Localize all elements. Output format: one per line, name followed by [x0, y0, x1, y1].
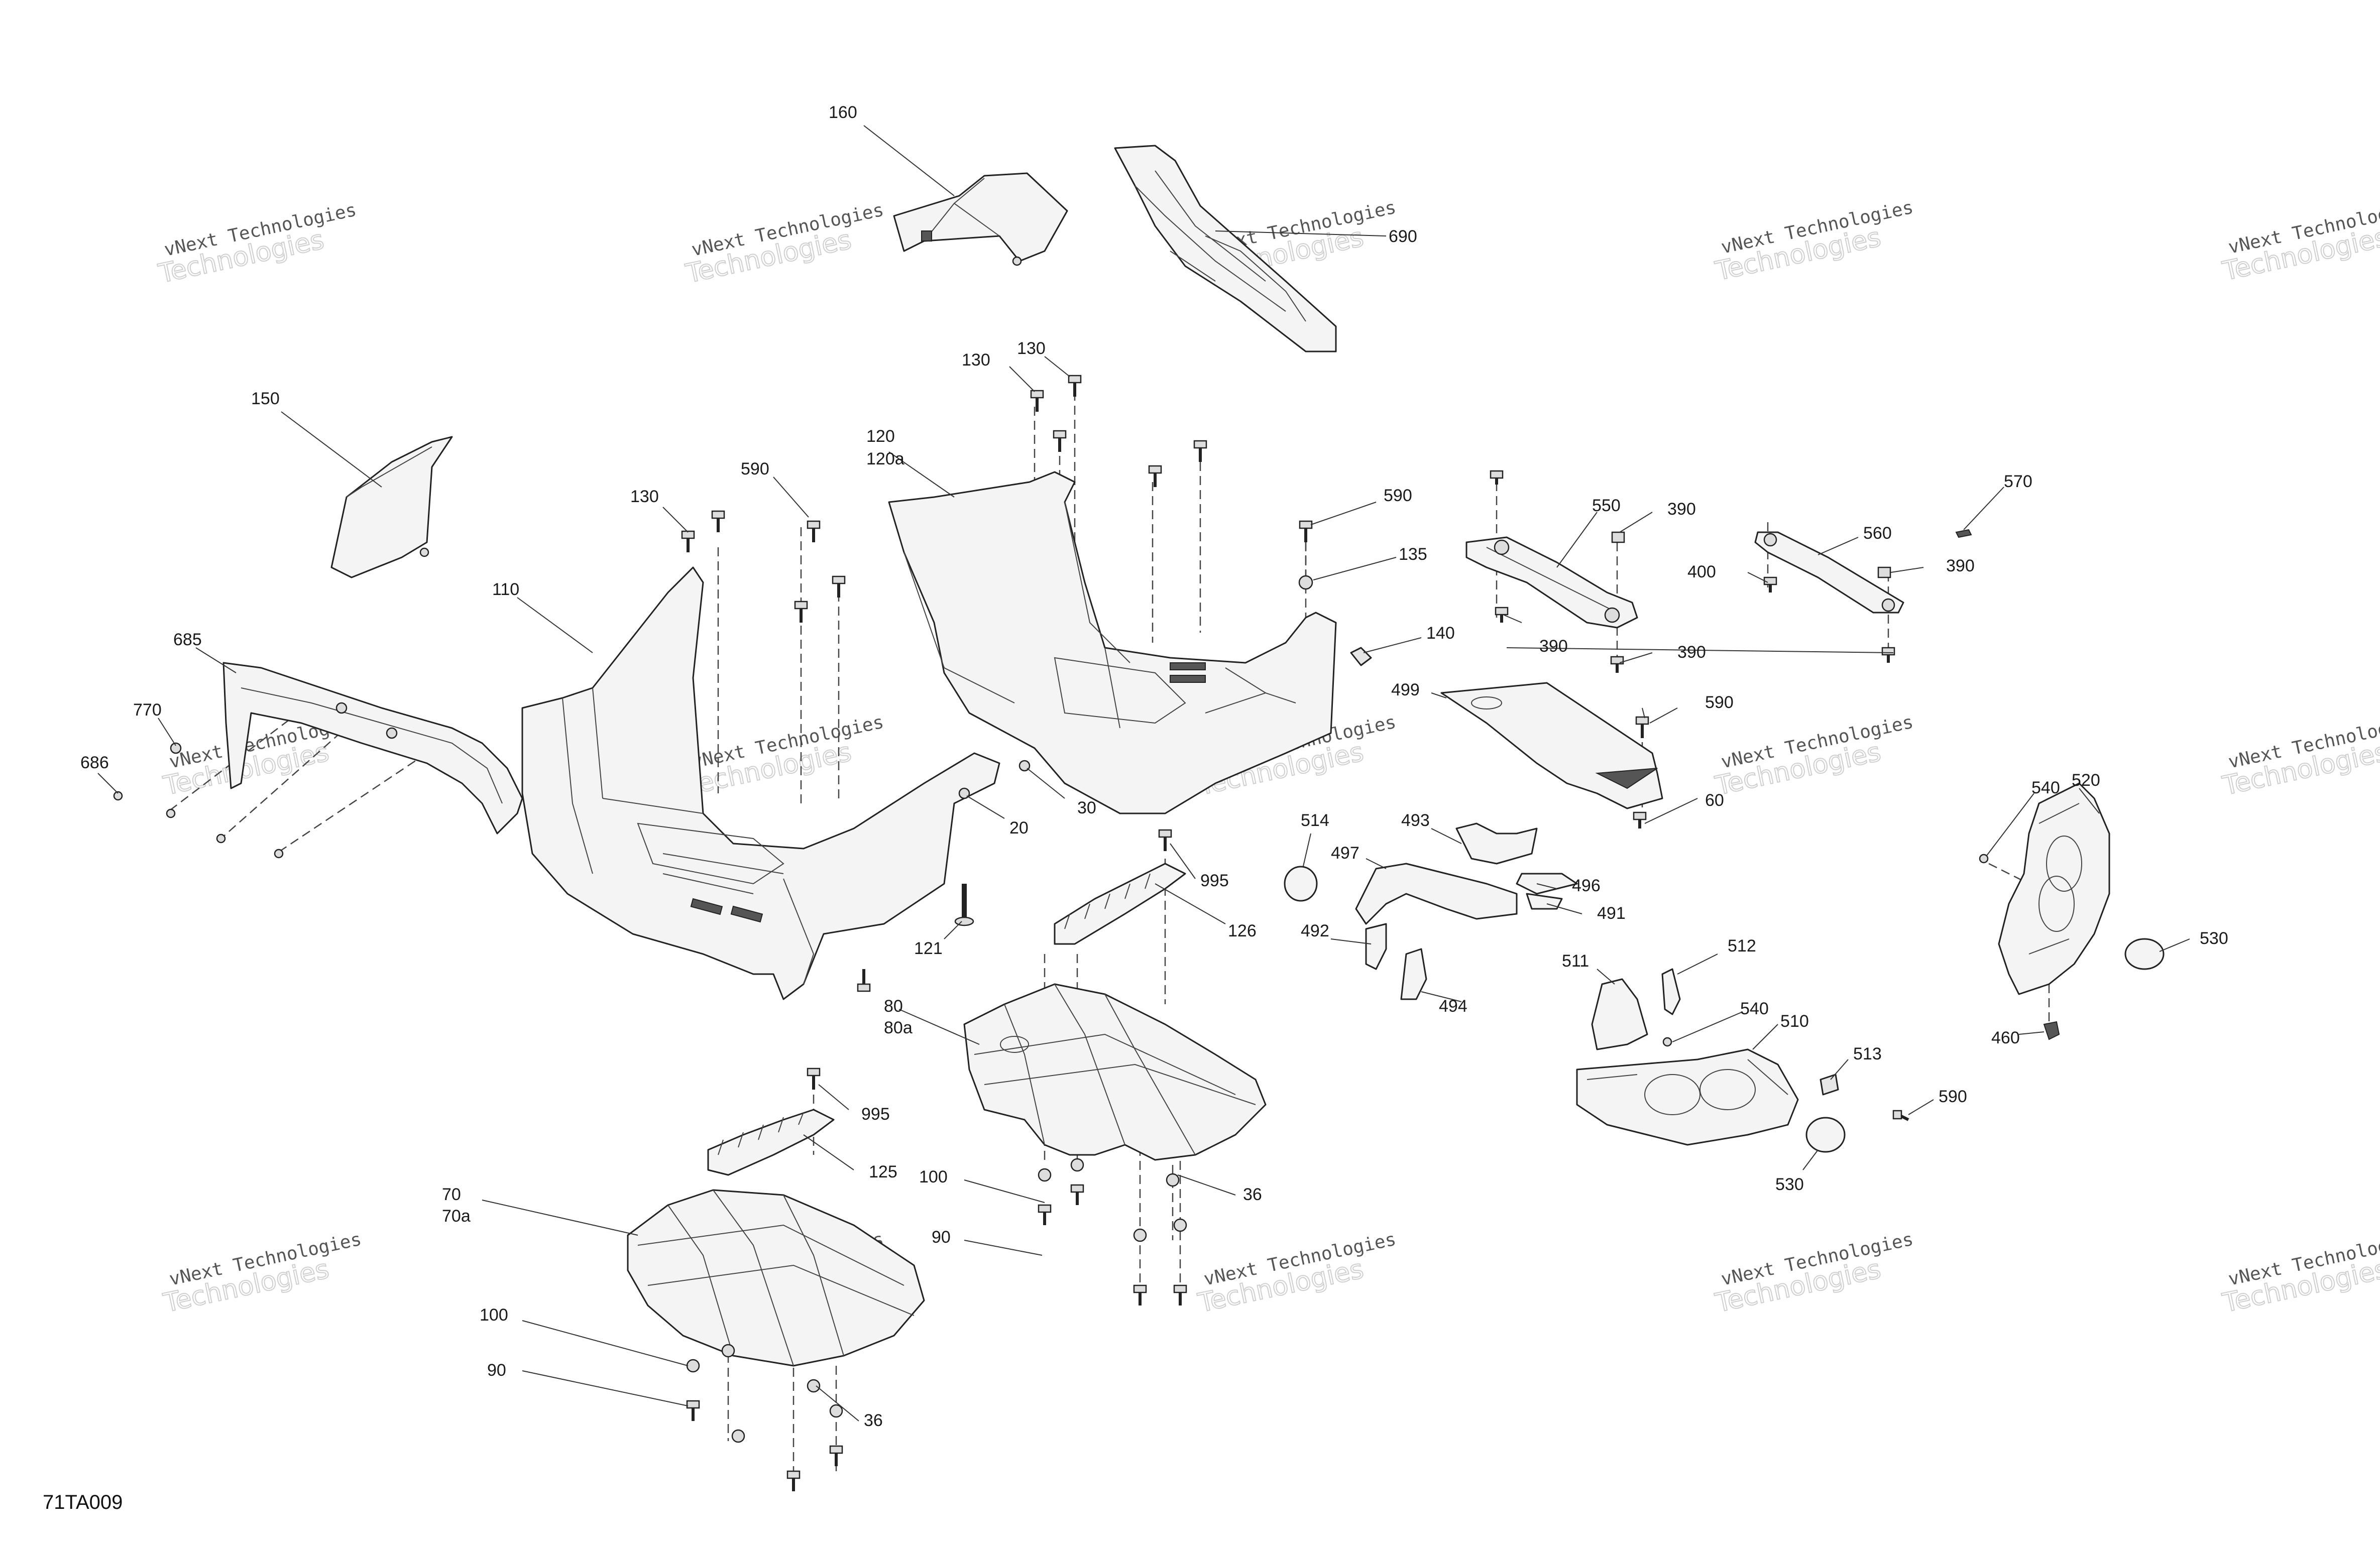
part-540-bolt [1979, 854, 1989, 864]
callout-530: 530 [1775, 1175, 1804, 1194]
callout-135: 135 [1399, 545, 1427, 564]
part-121-stud [954, 884, 974, 926]
callout-590: 590 [1939, 1087, 1967, 1106]
part-530-lens [2124, 938, 2165, 970]
part-490-series-ducts [1355, 822, 1578, 1000]
callout-400: 400 [1687, 562, 1716, 581]
callout-770: 770 [133, 700, 162, 720]
part-514-disc [1284, 866, 1318, 902]
callout-560: 560 [1863, 524, 1892, 543]
callout-590: 590 [741, 459, 769, 479]
callout-130: 130 [962, 350, 990, 370]
callout-493: 493 [1401, 811, 1430, 830]
callout-540: 540 [2031, 778, 2060, 797]
leader-lines [97, 125, 2190, 1421]
callout-496: 496 [1572, 876, 1601, 895]
callout-491: 491 [1597, 904, 1626, 923]
part-511-bracket [1591, 978, 1648, 1050]
callout-36: 36 [864, 1411, 883, 1430]
callout-120a: 120a [866, 449, 904, 468]
callout-150: 150 [251, 389, 280, 408]
callout-690: 690 [1389, 227, 1417, 246]
callout-550: 550 [1592, 496, 1621, 515]
fasteners [113, 375, 1909, 1491]
callout-80a: 80a [884, 1018, 913, 1037]
part-135-washer [1298, 575, 1313, 590]
callout-512: 512 [1728, 936, 1756, 956]
assembly-lines [165, 392, 2050, 1476]
callout-590: 590 [1705, 693, 1734, 712]
callout-130: 130 [1017, 339, 1046, 358]
part-550-bracket [1465, 536, 1638, 629]
part-110-rear-fender [521, 566, 1000, 1000]
callout-494: 494 [1439, 997, 1467, 1016]
part-460-clip [2043, 1021, 2060, 1040]
callout-60: 60 [1705, 791, 1724, 810]
callout-110: 110 [492, 580, 519, 599]
part-690-side-cover [1114, 145, 1337, 352]
callout-995: 995 [1200, 871, 1229, 890]
callout-70: 70 [442, 1185, 461, 1204]
part-499-plate [1440, 682, 1663, 809]
part-80-front-frame [963, 983, 1267, 1161]
callout-130: 130 [630, 487, 659, 506]
callout-36: 36 [1243, 1185, 1262, 1204]
callout-511: 511 [1562, 952, 1589, 971]
callout-390: 390 [1667, 500, 1696, 519]
part-150-rear-cover [330, 436, 453, 578]
part-120-front-body [888, 471, 1337, 814]
callout-120: 120 [866, 427, 895, 446]
callout-510: 510 [1780, 1012, 1809, 1031]
callout-390: 390 [1946, 556, 1975, 575]
part-140-clip [1350, 647, 1372, 666]
callout-121: 121 [914, 939, 943, 958]
part-685-side-panel [222, 662, 523, 835]
callout-90: 90 [487, 1361, 506, 1380]
part-125-step-bracket [707, 1109, 835, 1176]
callout-390: 390 [1539, 637, 1568, 656]
callout-570: 570 [2004, 472, 2032, 491]
part-530-lens [1805, 1117, 1846, 1153]
part-513-clip [1820, 1074, 1839, 1096]
callout-labels: 160 690 150 130 130 130 120 120a 590 590… [80, 103, 2228, 1430]
part-520-headlight-housing [1998, 782, 2110, 995]
callout-492: 492 [1301, 921, 1329, 940]
callout-140: 140 [1426, 624, 1455, 643]
callout-685: 685 [173, 630, 202, 649]
callout-160: 160 [829, 103, 857, 122]
callout-100: 100 [480, 1305, 508, 1325]
diagram-reference-code: 71TA009 [43, 1491, 123, 1513]
callout-90: 90 [932, 1228, 951, 1247]
part-560-bar [1754, 531, 1904, 614]
callout-125: 125 [869, 1162, 897, 1181]
callout-497: 497 [1331, 844, 1359, 863]
callout-80: 80 [884, 997, 903, 1016]
callout-460: 460 [1991, 1028, 2020, 1047]
callout-590: 590 [1384, 486, 1412, 505]
part-70-rear-frame [627, 1189, 925, 1367]
part-540-bolt [1662, 1037, 1672, 1047]
callout-540: 540 [1740, 999, 1769, 1018]
callout-70a: 70a [442, 1207, 471, 1226]
callout-100: 100 [919, 1167, 948, 1186]
callout-390: 390 [1677, 643, 1706, 662]
callout-30: 30 [1077, 798, 1096, 817]
part-510-headlight [1576, 1048, 1799, 1146]
part-160-top-cover [893, 172, 1068, 266]
callout-513: 513 [1853, 1044, 1882, 1063]
callout-499: 499 [1391, 680, 1420, 699]
part-126-step-bracket [1054, 863, 1186, 945]
callout-995: 995 [861, 1105, 890, 1124]
callout-20: 20 [1009, 818, 1029, 838]
callout-520: 520 [2072, 771, 2100, 790]
callout-530: 530 [2200, 929, 2228, 948]
callout-126: 126 [1228, 921, 1257, 940]
callout-686: 686 [80, 753, 109, 772]
callout-514: 514 [1301, 811, 1329, 830]
part-512-bracket [1661, 968, 1681, 1015]
part-570 [1955, 529, 1972, 538]
